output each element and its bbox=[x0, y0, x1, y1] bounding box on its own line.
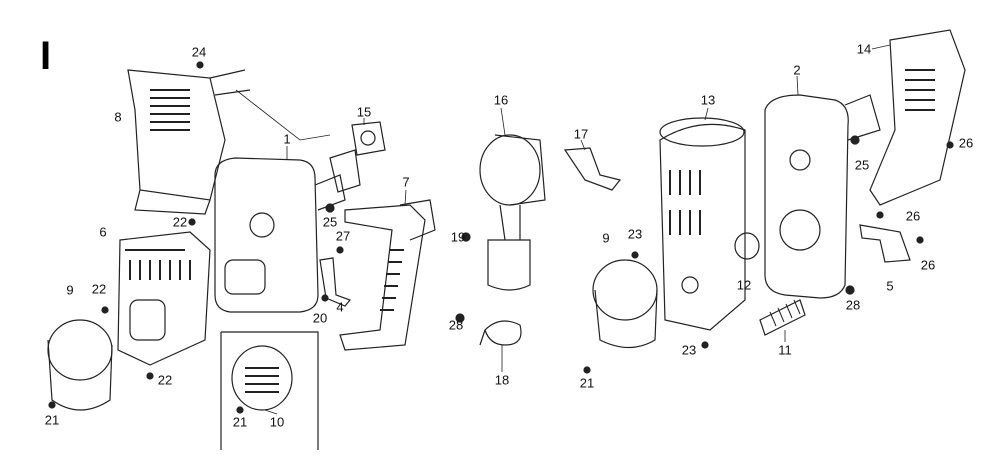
callout-21: 21 bbox=[44, 412, 60, 428]
part-12 bbox=[734, 232, 760, 260]
callout-19: 19 bbox=[450, 229, 466, 245]
callout-22: 22 bbox=[91, 281, 107, 297]
part-muffler bbox=[214, 149, 361, 313]
callout-17: 17 bbox=[573, 126, 589, 142]
bolts bbox=[48, 61, 954, 414]
callout-26: 26 bbox=[958, 135, 974, 151]
callout-12: 12 bbox=[736, 277, 752, 293]
callout-2: 2 bbox=[793, 62, 801, 78]
callout-4: 4 bbox=[336, 299, 344, 315]
callout-20: 20 bbox=[312, 310, 328, 326]
callout-14: 14 bbox=[856, 41, 872, 57]
part-spark-arrester bbox=[479, 134, 546, 291]
callout-16: 16 bbox=[493, 92, 509, 108]
callout-28: 28 bbox=[448, 317, 464, 333]
callout-25: 25 bbox=[854, 157, 870, 173]
callout-10: 10 bbox=[269, 414, 285, 430]
callout-6: 6 bbox=[99, 224, 107, 240]
callout-26: 26 bbox=[905, 208, 921, 224]
part-muffler-cover-left bbox=[47, 319, 113, 411]
callout-21: 21 bbox=[579, 375, 595, 391]
part-exhaust-pipe bbox=[339, 199, 436, 351]
callout-13: 13 bbox=[700, 92, 716, 108]
callout-23: 23 bbox=[681, 342, 697, 358]
part-spark-arrester-box bbox=[220, 331, 319, 450]
callout-25: 25 bbox=[322, 214, 338, 230]
callout-7: 7 bbox=[402, 174, 410, 190]
callout-27: 27 bbox=[335, 228, 351, 244]
callout-22: 22 bbox=[172, 214, 188, 230]
part-muffler-protector-13 bbox=[659, 117, 746, 331]
part-bracket-5 bbox=[859, 224, 911, 263]
part-muffler-2 bbox=[764, 94, 881, 299]
callout-15: 15 bbox=[356, 104, 372, 120]
callout-22: 22 bbox=[157, 372, 173, 388]
callout-18: 18 bbox=[494, 372, 510, 388]
callout-11: 11 bbox=[778, 342, 792, 358]
part-gasket bbox=[351, 121, 386, 156]
callout-26: 26 bbox=[920, 257, 936, 273]
part-muffler-cover-right bbox=[592, 259, 658, 349]
leader-lines bbox=[235, 44, 891, 415]
part-muffler-protector-upper bbox=[127, 69, 251, 215]
part-heat-shield bbox=[869, 29, 966, 206]
part-muffler-protector-lower bbox=[117, 231, 211, 366]
part-stay bbox=[563, 147, 622, 191]
callout-8: 8 bbox=[114, 109, 122, 125]
callout-24: 24 bbox=[191, 44, 207, 60]
part-clamp bbox=[479, 320, 522, 346]
part-spring bbox=[759, 299, 806, 336]
callout-28: 28 bbox=[845, 297, 861, 313]
callout-5: 5 bbox=[886, 278, 894, 294]
callout-9: 9 bbox=[602, 230, 610, 246]
callout-21: 21 bbox=[232, 414, 248, 430]
callout-9: 9 bbox=[66, 282, 74, 298]
callout-23: 23 bbox=[627, 226, 643, 242]
callout-1: 1 bbox=[283, 131, 291, 147]
section-label: I bbox=[40, 34, 52, 78]
